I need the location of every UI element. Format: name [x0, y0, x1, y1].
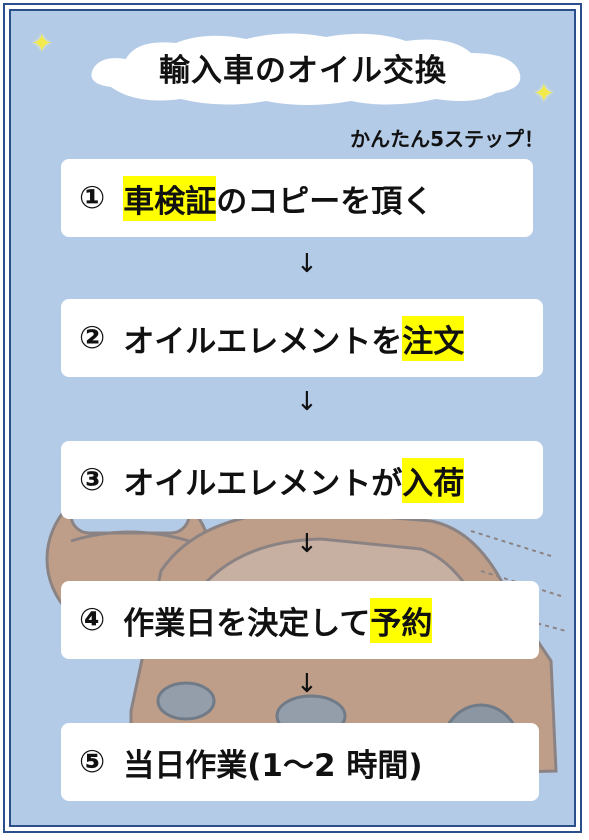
step-highlight-text: 車検証 — [123, 175, 217, 221]
down-arrow-icon: ↓ — [296, 529, 318, 559]
step-card: ① 車検証のコピーを頂く — [61, 159, 533, 237]
sparkle-icon: ✦ — [31, 29, 53, 59]
step-card: ⑤ 当日作業(1～2 時間) — [61, 723, 539, 801]
step-number: ① — [79, 180, 106, 216]
step-number: ② — [79, 320, 106, 356]
step-card: ④ 作業日を決定して予約 — [61, 581, 539, 659]
step-number: ③ — [79, 462, 106, 498]
down-arrow-icon: ↓ — [296, 387, 318, 417]
step-text: のコピーを頂く — [216, 183, 434, 220]
down-arrow-icon: ↓ — [296, 669, 318, 699]
poster-panel: ✦ ✦ 輸入車のオイル交換 かんたん5ステップ！ ① 車検証のコピーを頂く ↓ ② オイ… — [9, 9, 576, 827]
step-highlight-text: 予約 — [370, 597, 433, 643]
page-title: 輸入車のオイル交換 — [159, 53, 447, 89]
step-card: ③ オイルエレメントが入荷 — [61, 441, 543, 519]
step-highlight-text: 入荷 — [402, 457, 465, 503]
step-number: ④ — [79, 602, 106, 638]
step-text: 当日作業(1～2 時間) — [123, 747, 423, 784]
step-text: 作業日を決定して — [123, 605, 371, 642]
step-card: ② オイルエレメントを注文 — [61, 299, 543, 377]
step-number: ⑤ — [79, 744, 106, 780]
step-highlight-text: 注文 — [402, 315, 465, 361]
outer-frame — [3, 3, 582, 833]
step-text: オイルエレメントが — [123, 465, 403, 502]
title-cloud — [91, 33, 521, 105]
sparkle-icon: ✦ — [533, 79, 555, 109]
page-subtitle: かんたん5ステップ！ — [350, 127, 544, 151]
step-text: オイルエレメントを — [123, 323, 403, 360]
down-arrow-icon: ↓ — [296, 249, 318, 279]
